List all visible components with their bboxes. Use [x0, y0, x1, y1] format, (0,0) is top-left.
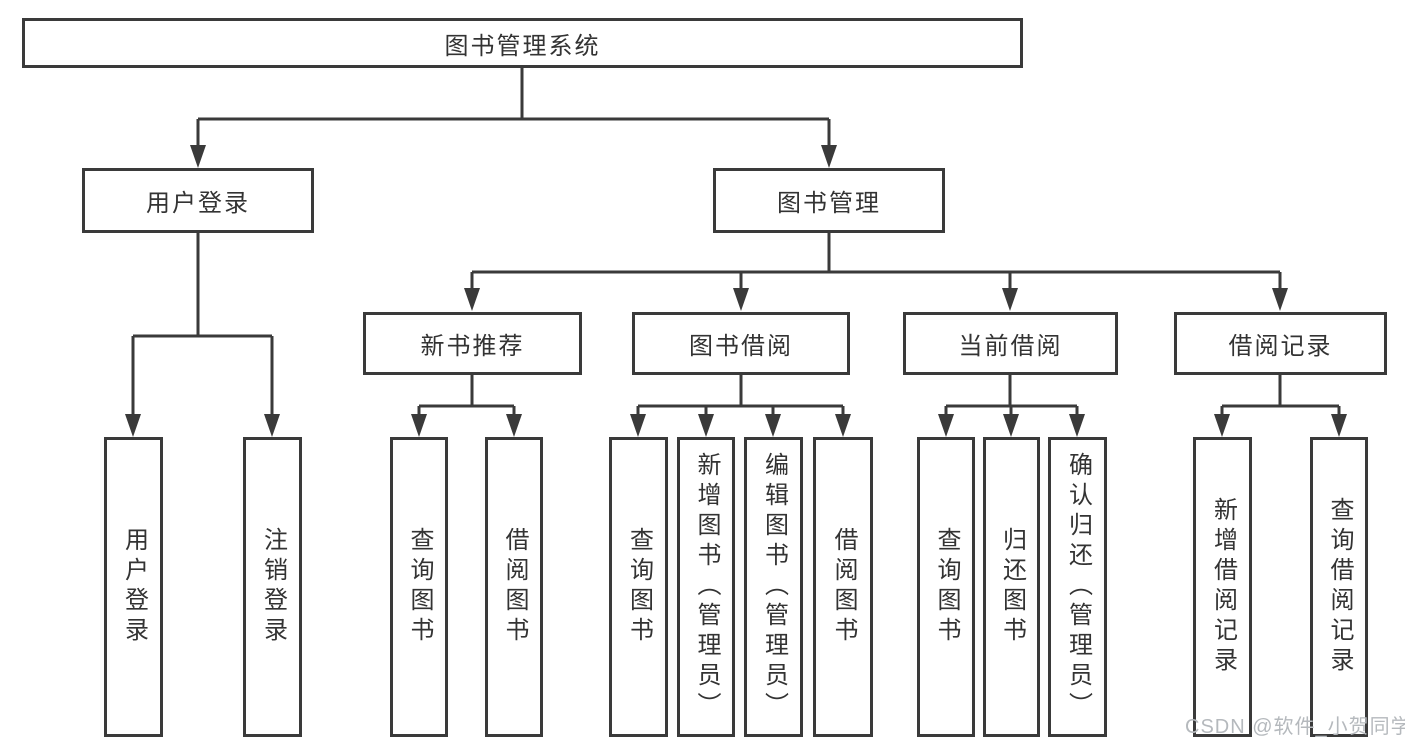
leaf-borrow-book-label: 借阅图书 [830, 527, 857, 647]
section-current-borrow-label: 当前借阅 [958, 333, 1063, 360]
leaf-confirm-return-admin-label: 确认归还（管理员） [1064, 452, 1092, 722]
leaf-query-borrow-record: 查询借阅记录 [1310, 437, 1368, 737]
node-system-root-label: 图书管理系统 [444, 32, 601, 60]
leaf-query-book-recommend-label: 查询图书 [406, 527, 433, 647]
leaf-query-book-borrow: 查询图书 [609, 437, 668, 737]
leaf-user-login-label: 用户登录 [120, 527, 148, 647]
node-system-root: 图书管理系统 [22, 18, 1023, 68]
section-borrow-records: 借阅记录 [1174, 312, 1387, 375]
node-book-management-branch: 图书管理 [713, 168, 945, 233]
leaf-add-book-admin: 新增图书（管理员） [677, 437, 735, 737]
leaf-query-borrow-record-label: 查询借阅记录 [1326, 497, 1353, 677]
leaf-logout-label: 注销登录 [259, 527, 287, 647]
leaf-user-login: 用户登录 [104, 437, 163, 737]
node-user-login-branch-label: 用户登录 [146, 190, 250, 217]
leaf-edit-book-admin: 编辑图书（管理员） [744, 437, 803, 737]
section-book-borrow-label: 图书借阅 [689, 333, 793, 360]
csdn-watermark: CSDN @软件_小贺同学 [1185, 716, 1405, 738]
leaf-return-book-label: 归还图书 [998, 527, 1026, 647]
leaf-query-book-recommend: 查询图书 [390, 437, 448, 737]
section-current-borrow: 当前借阅 [903, 312, 1118, 375]
leaf-borrow-book-recommend: 借阅图书 [485, 437, 543, 737]
section-borrow-records-label: 借阅记录 [1228, 333, 1333, 360]
leaf-borrow-book-recommend-label: 借阅图书 [501, 527, 528, 647]
node-user-login-branch: 用户登录 [82, 168, 314, 233]
leaf-query-book-borrow-label: 查询图书 [625, 527, 653, 647]
leaf-query-book-current-label: 查询图书 [933, 527, 960, 647]
section-book-borrow: 图书借阅 [632, 312, 850, 375]
leaf-query-book-current: 查询图书 [917, 437, 975, 737]
leaf-add-book-admin-label: 新增图书（管理员） [693, 452, 720, 722]
section-new-book-recommend: 新书推荐 [363, 312, 582, 375]
leaf-add-borrow-record-label: 新增借阅记录 [1209, 497, 1237, 677]
leaf-add-borrow-record: 新增借阅记录 [1193, 437, 1252, 737]
leaf-borrow-book: 借阅图书 [813, 437, 873, 737]
section-new-book-recommend-label: 新书推荐 [420, 333, 525, 360]
leaf-logout: 注销登录 [243, 437, 302, 737]
leaf-edit-book-admin-label: 编辑图书（管理员） [760, 452, 788, 722]
node-book-management-branch-label: 图书管理 [777, 190, 881, 217]
leaf-confirm-return-admin: 确认归还（管理员） [1048, 437, 1107, 737]
leaf-return-book: 归还图书 [983, 437, 1040, 737]
